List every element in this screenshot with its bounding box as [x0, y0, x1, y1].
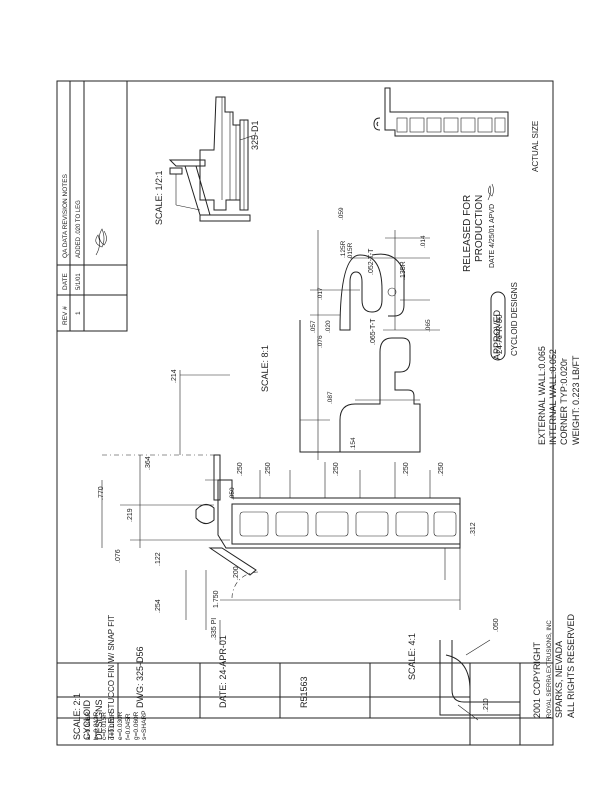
revision-signature [95, 228, 107, 256]
copyright: 2001 COPYRIGHT [532, 641, 542, 718]
dim-250-b: .250 [265, 462, 272, 476]
assembly-scale: SCALE: 1/2:1 [154, 170, 164, 225]
legend-item-b: b=0.012R [93, 711, 100, 740]
part-number: R51563 [299, 676, 309, 708]
rev-header-date: DATE [62, 272, 69, 290]
label-065b: .065 [425, 319, 432, 332]
rev-header-notes: QA DATA REVISION NOTES [62, 173, 69, 258]
dim-200: .200 [233, 566, 240, 580]
dim-335: .335 PI [211, 618, 218, 640]
spec-corner: CORNER TYP:0.020r [559, 358, 569, 445]
legend-scale: SCALE: 2:1 [72, 693, 82, 740]
dim-214: .214 [171, 369, 178, 383]
dim-250-d: .250 [403, 462, 410, 476]
label-015r: .015R [347, 242, 354, 260]
revision-table: REV # DATE QA DATA REVISION NOTES 1 5/1/… [56, 80, 128, 332]
rev-header-rev: REV # [62, 306, 69, 325]
rev-row-date: 5/1/01 [76, 273, 82, 290]
corner-dim-050: .050 [493, 618, 500, 632]
label-057: .057 [310, 320, 317, 333]
drawing-title: TITLE: STUCCO FIN W/ SNAP FIT [107, 615, 116, 740]
assembly-view: SCALE: 1/2:1 325-D1 [154, 96, 260, 225]
corner-scale: SCALE: 4:1 [407, 633, 417, 680]
actual-size-profile [373, 87, 509, 137]
detail-scale: SCALE: 8:1 [260, 345, 270, 392]
dim-254: .254 [155, 599, 162, 613]
label-020: .020 [325, 320, 332, 333]
legend-item-e: e=0.030R [117, 711, 124, 740]
label-076: .076 [317, 335, 324, 348]
released-line1: RELEASED FOR [462, 195, 473, 272]
company-line: ROYAL SIERRA EXTRUSIONS, INC [547, 620, 553, 718]
dim-219: .219 [127, 508, 134, 522]
dwg-number: DWG: 325-D56 [135, 646, 145, 708]
dim-250-a: .250 [237, 462, 244, 476]
label-087: .087 [327, 391, 334, 404]
approved-by: CYCLOID DESIGNS [510, 282, 519, 356]
label-014: .014 [420, 235, 427, 248]
corner-dim-210: .210 [483, 698, 490, 712]
label-154: .154 [350, 437, 357, 450]
label-017: .017 [317, 287, 324, 300]
approved-date: 24-APR-00 [495, 314, 504, 354]
signature [487, 183, 494, 201]
company-name-line1: CYCLOID [82, 699, 92, 740]
dim-122: .122 [155, 552, 162, 566]
dim-076: .076 [115, 549, 122, 563]
title-block: CYCLOID DESIGNS TITLE: STUCCO FIN W/ SNA… [56, 121, 581, 746]
drawing-date: DATE: 24-APR-01 [218, 635, 228, 708]
legend-item-f: f=0.045R [125, 713, 132, 740]
rev-row-rev: 1 [75, 311, 82, 315]
released-date: DATE 4/25/01 APVD [489, 204, 496, 268]
label-135r: .135R [400, 261, 407, 280]
actual-size-label: ACTUAL SIZE [531, 121, 540, 172]
legend-item-d: d=0.020R [109, 711, 116, 740]
radius-legend: SCALE: 2:1 a=0.006R b=0.012R c=0.015R d=… [72, 693, 148, 740]
released-line2: PRODUCTION [474, 195, 485, 262]
dim-770: .770 [98, 486, 105, 500]
label-059: .059 [338, 207, 345, 220]
legend-item-a: a=0.006R [85, 711, 92, 740]
rev-row-note: ADDED .020 TO LEG [76, 200, 82, 258]
city: SPARKS, NEVADA [554, 641, 564, 718]
spec-external-wall: EXTERNAL WALL:0.065 [537, 346, 547, 445]
legend-item-s: s=SHARP [141, 711, 148, 740]
spec-weight: WEIGHT: 0.223 LB/FT [571, 355, 581, 445]
legend-item-g: g=0.060R [133, 711, 140, 740]
approved-label: APPROVED [492, 309, 502, 360]
dim-050: .050 [229, 487, 236, 500]
dim-364: .364 [145, 456, 152, 470]
dim-250-c: .250 [333, 462, 340, 476]
corner-detail-view: SCALE: 4:1 .050 .210 [407, 618, 520, 721]
main-profile-view: .770 .364 .214 .219 .076 .122 .254 .335 … [98, 369, 477, 645]
sheet-border [56, 80, 554, 746]
spec-internal-wall: INTERNAL WALL:0.052 [548, 349, 558, 445]
rights: ALL RIGHTS RESERVED [566, 613, 576, 718]
approval-stamp: APPROVED 24-APR-00 CYCLOID DESIGNS [490, 282, 519, 361]
company-name-line2: DESIGNS [94, 699, 104, 740]
dim-250-e: .250 [438, 462, 445, 476]
label-052: .052-T-T [368, 248, 375, 275]
dim-1750: 1.750 [213, 590, 220, 608]
snap-detail-view: SCALE: 8:1 .135R .125R .015R .052-T-T .0… [260, 207, 440, 460]
label-125r: .125R [340, 240, 347, 258]
release-stamp: RELEASED FOR PRODUCTION DATE 4/25/01 APV… [462, 183, 496, 272]
label-065: .065-T-T [370, 318, 377, 345]
dim-312: .312 [470, 522, 477, 536]
legend-item-c: c=0.015R [101, 712, 108, 740]
